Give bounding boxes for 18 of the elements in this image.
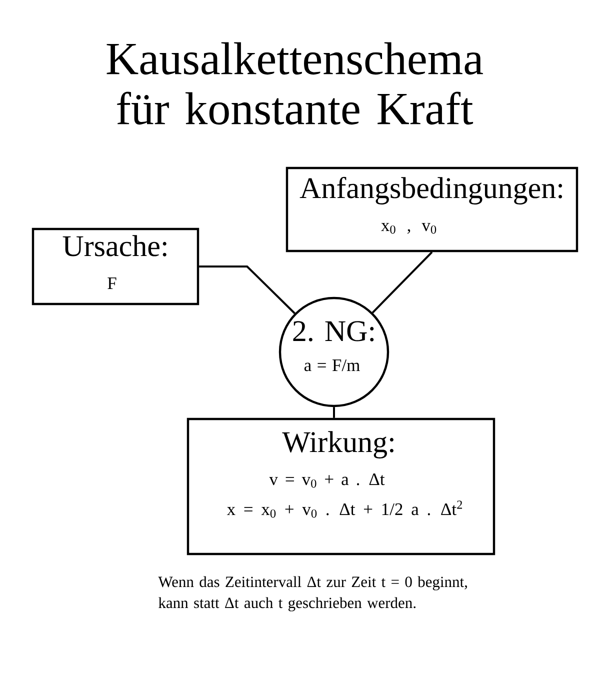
formula-text: F	[108, 278, 116, 289]
circle-node	[278, 296, 390, 408]
connector-line	[199, 266, 296, 314]
box-heading: 2. NG:	[293, 321, 374, 342]
box-heading: Wirkung:	[282, 431, 394, 458]
formula-text: x = x$_{0}$ + v$_{0}$ . Δt + 1/2 a . Δt$^{2}$	[226, 500, 462, 518]
box-heading: Ursache:	[62, 235, 166, 256]
process-box	[186, 418, 496, 556]
formula-text: a = F/m	[304, 359, 360, 372]
formula-text: v = v$_{0}$ + a . Δt	[269, 473, 385, 488]
box-heading: Anfangsbedingungen:	[300, 176, 562, 204]
process-box	[286, 166, 578, 252]
process-box	[32, 228, 200, 306]
note-text: Wenn das Zeitintervall Δt zur Zeit t = 0 beginnt, kann statt Δt auch t geschrieben werden.	[158, 576, 467, 612]
connector-line	[333, 407, 335, 418]
connector-line	[372, 251, 433, 314]
formula-text: x$_{0}$ , v$_{0}$	[381, 222, 436, 234]
title: Kausalkettenschema für konstante Kraft	[106, 42, 483, 125]
